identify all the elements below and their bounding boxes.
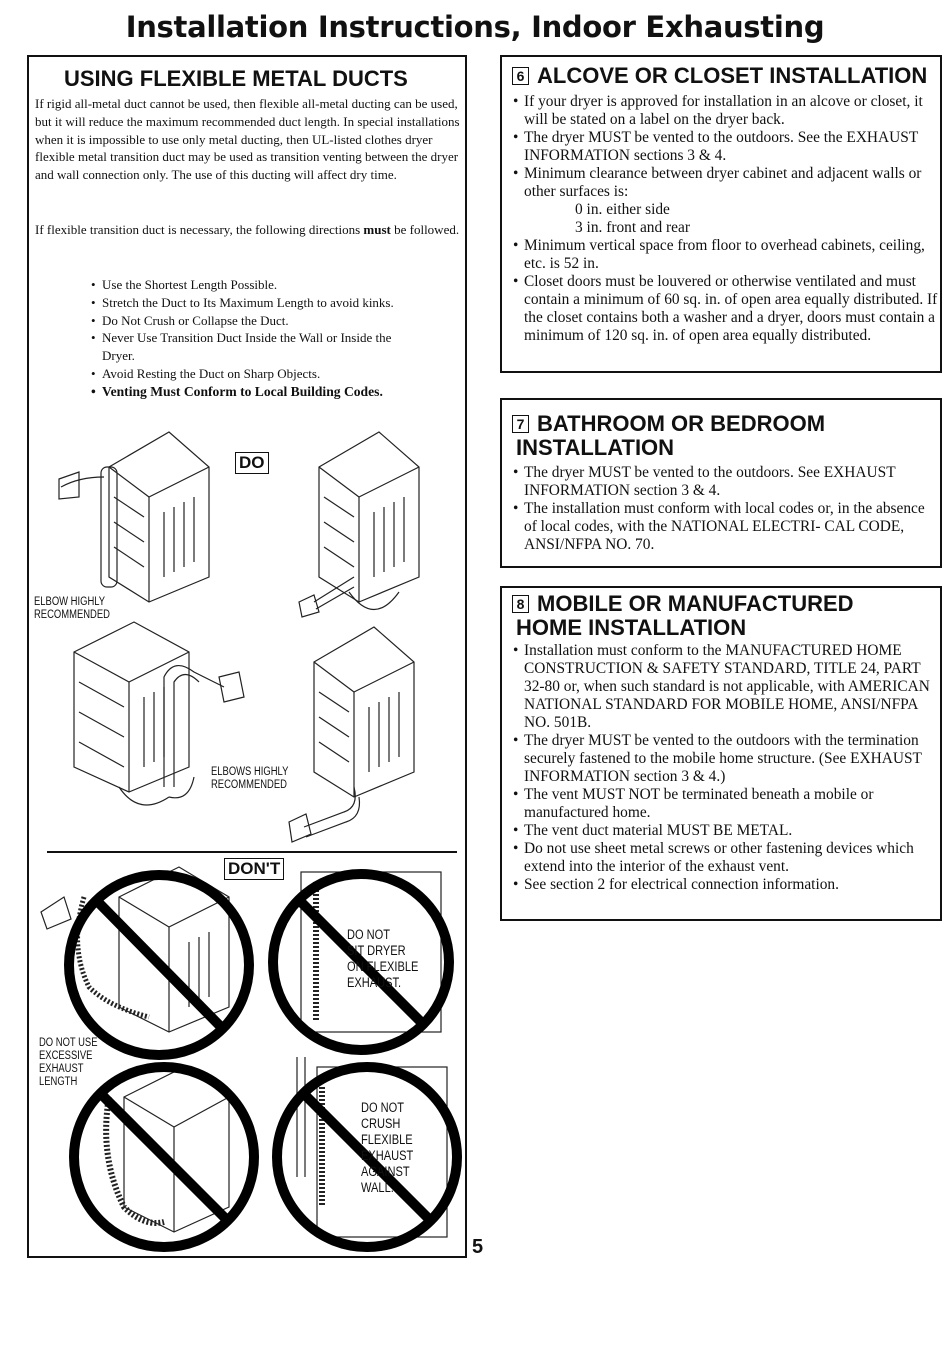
caption-line: ON FLEXIBLE — [347, 959, 419, 974]
caption-line: AGAINST — [361, 1164, 410, 1179]
mobile-heading-line2: HOME INSTALLATION — [516, 615, 747, 640]
caption-line: DO NOT USE — [39, 1037, 98, 1049]
list-item: Do Not Crush or Collapse the Duct. — [91, 312, 461, 330]
bathroom-bullets: The dryer MUST be vented to the outdoors… — [513, 464, 937, 554]
list-item: Installation must conform to the MANUFAC… — [513, 642, 941, 732]
bathroom-heading-line1: BATHROOM OR BEDROOM — [537, 411, 826, 436]
flexible-ducts-heading: USING FLEXIBLE METAL DUCTS — [64, 66, 408, 91]
mobile-home-section: 8 MOBILE OR MANUFACTURED HOME INSTALLATIO… — [500, 586, 942, 921]
list-item: See section 2 for electrical connection … — [513, 876, 941, 894]
caption-line: DO NOT — [347, 927, 391, 942]
bathroom-bedroom-section: 7 BATHROOM OR BEDROOM INSTALLATION The dr… — [500, 398, 942, 568]
caption-line: LENGTH — [39, 1076, 78, 1088]
list-item: Stretch the Duct to Its Maximum Length t… — [91, 294, 461, 312]
bathroom-heading: 7 BATHROOM OR BEDROOM INSTALLATION — [512, 412, 825, 460]
para2-end: be followed. — [390, 222, 460, 237]
alcove-heading: 6 ALCOVE OR CLOSET INSTALLATION — [512, 64, 927, 88]
alcove-body: If your dryer is approved for installati… — [513, 93, 941, 345]
clearance-side: 0 in. either side — [575, 201, 670, 218]
caption-line: DO NOT — [361, 1100, 405, 1115]
list-item: Minimum clearance between dryer cabinet … — [513, 165, 941, 201]
dryer-illustration-do-2 — [298, 431, 420, 618]
caption-line: CRUSH — [361, 1116, 401, 1131]
caption-line: RECOMMENDED — [211, 779, 287, 791]
dont-label: DON'T — [224, 858, 285, 880]
alcove-closet-section: 6 ALCOVE OR CLOSET INSTALLATION If your d… — [500, 55, 942, 373]
list-item: The installation must conform with local… — [513, 500, 937, 554]
caption-line: EXHAUST. — [347, 975, 402, 990]
dryer-illustration-do-3 — [73, 621, 245, 806]
flexible-ducts-para2: If flexible transition duct is necessary… — [35, 221, 461, 239]
section-number-7: 7 — [512, 415, 529, 433]
caption-line: ELBOW HIGHLY — [34, 596, 106, 608]
list-item: The dryer MUST be vented to the outdoors… — [513, 732, 941, 786]
dont-crush-illustration-2 — [272, 1057, 462, 1252]
caption-line: WALL. — [361, 1180, 394, 1195]
sit-dryer-caption: DO NOT SIT DRYER ON FLEXIBLE EXHAUST. — [347, 927, 418, 991]
page-title: Installation Instructions, Indoor Exhaus… — [125, 10, 825, 44]
caption-line: SIT DRYER — [347, 943, 406, 958]
list-item: Use the Shortest Length Possible. — [91, 276, 461, 294]
section-number-6: 6 — [512, 67, 529, 85]
caption-line: FLEXIBLE — [361, 1132, 413, 1147]
caption-line: EXHAUST — [361, 1148, 414, 1163]
para2-bold: must — [363, 222, 391, 237]
flexible-ducts-bullets: Use the Shortest Length Possible. Stretc… — [91, 276, 461, 401]
mobile-bullets: Installation must conform to the MANUFAC… — [513, 642, 941, 894]
list-item: Do not use sheet metal screws or other f… — [513, 840, 941, 876]
dont-sit-illustration — [268, 869, 454, 1055]
clearance-front-rear: 3 in. front and rear — [575, 219, 690, 236]
para2-start: If flexible transition duct is necessary… — [35, 222, 364, 237]
bathroom-heading-line2: INSTALLATION — [516, 435, 675, 460]
section-number-8: 8 — [512, 595, 529, 613]
page-number: 5 — [472, 1236, 484, 1258]
excessive-length-caption: DO NOT USE EXCESSIVE EXHAUST LENGTH — [39, 1037, 98, 1089]
flexible-ducts-para1: If rigid all-metal duct cannot be used, … — [35, 96, 460, 183]
list-item: Closet doors must be louvered or otherwi… — [513, 273, 941, 345]
list-item: Minimum vertical space from floor to ove… — [513, 237, 941, 273]
mobile-heading: 8 MOBILE OR MANUFACTURED HOME INSTALLATIO… — [512, 592, 854, 640]
list-item: The vent MUST NOT be terminated beneath … — [513, 786, 941, 822]
list-item: The vent duct material MUST BE METAL. — [513, 822, 941, 840]
list-item: Never Use Transition Duct Inside the Wal… — [91, 329, 402, 365]
dryer-illustration-do-4 — [288, 626, 415, 843]
list-item: If your dryer is approved for installati… — [513, 93, 941, 129]
flexible-ducts-section: USING FLEXIBLE METAL DUCTS If rigid all-… — [27, 55, 467, 1258]
caption-line: EXCESSIVE — [39, 1050, 93, 1062]
do-dont-divider — [47, 851, 457, 853]
elbows-caption: ELBOWS HIGHLY RECOMMENDED — [211, 766, 288, 792]
mobile-heading-line1: MOBILE OR MANUFACTURED — [537, 591, 854, 616]
caption-line: ELBOWS HIGHLY — [211, 766, 289, 778]
caption-line: EXHAUST — [39, 1063, 84, 1075]
elbow-caption: ELBOW HIGHLY RECOMMENDED — [34, 596, 110, 622]
caption-line: RECOMMENDED — [34, 609, 110, 621]
do-label: DO — [235, 452, 269, 474]
dryer-illustration-do-1 — [58, 431, 210, 603]
dont-excessive-illustration — [40, 866, 254, 1060]
list-item: Avoid Resting the Duct on Sharp Objects. — [91, 365, 461, 383]
alcove-heading-text: ALCOVE OR CLOSET INSTALLATION — [537, 63, 928, 88]
list-item: The dryer MUST be vented to the outdoors… — [513, 129, 941, 165]
list-item: The dryer MUST be vented to the outdoors… — [513, 464, 937, 500]
dont-crush-illustration-1 — [69, 1062, 259, 1252]
list-item-bold: Venting Must Conform to Local Building C… — [91, 383, 461, 401]
crush-caption: DO NOT CRUSH FLEXIBLE EXHAUST AGAINST WA… — [361, 1100, 413, 1196]
